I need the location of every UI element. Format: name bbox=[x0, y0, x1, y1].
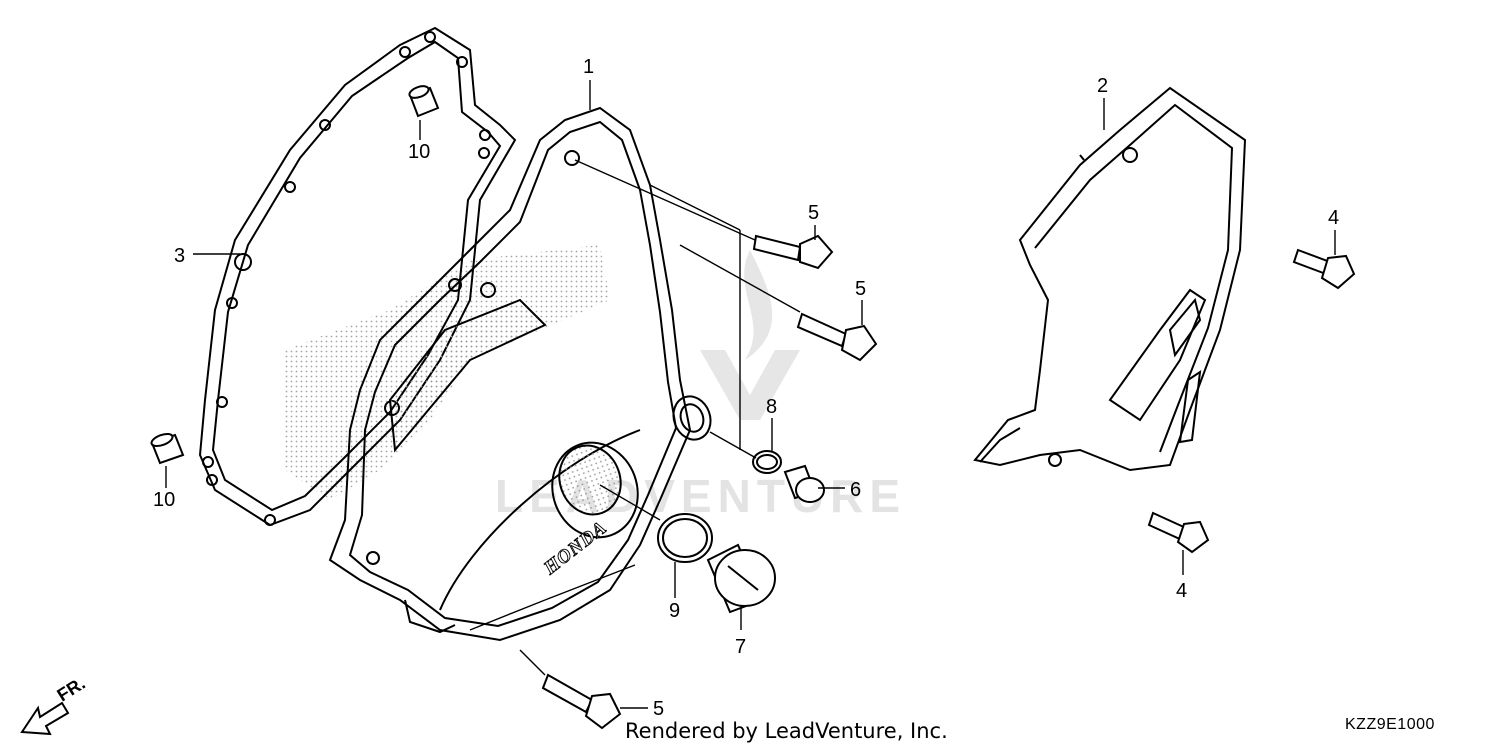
bolt-part-4-upper[interactable] bbox=[1292, 248, 1356, 290]
o-ring-part-9[interactable] bbox=[657, 513, 713, 563]
front-direction-marker: FR. bbox=[20, 673, 89, 736]
front-arrow-icon bbox=[20, 701, 70, 736]
callout-2: 2 bbox=[1097, 75, 1108, 97]
render-credit: Rendered by LeadVenture, Inc. bbox=[625, 719, 948, 743]
bolt-part-5-upper[interactable] bbox=[752, 234, 834, 270]
callout-4-lower: 4 bbox=[1176, 580, 1187, 602]
cover-brand-text: HONDA bbox=[539, 517, 611, 579]
dowel-pin-upper[interactable] bbox=[408, 84, 440, 118]
callout-8: 8 bbox=[766, 396, 777, 418]
plug-part-6[interactable] bbox=[783, 464, 825, 503]
o-ring-part-8[interactable] bbox=[752, 450, 782, 474]
callout-labels: 1 2 3 4 4 5 5 5 6 7 8 9 10 10 bbox=[153, 56, 1339, 720]
bolt-part-4-lower[interactable] bbox=[1147, 511, 1210, 554]
bolt-part-5-lower[interactable] bbox=[541, 673, 622, 730]
diagram-code: KZZ9E1000 bbox=[1345, 716, 1435, 733]
callout-9: 9 bbox=[669, 600, 680, 622]
plug-part-7[interactable] bbox=[706, 543, 776, 614]
gasket-part-3[interactable] bbox=[198, 26, 517, 527]
callout-6: 6 bbox=[850, 479, 861, 501]
callout-10-lower: 10 bbox=[153, 489, 175, 511]
bolt-part-5-middle[interactable] bbox=[796, 312, 878, 362]
callout-10-upper: 10 bbox=[408, 141, 430, 163]
watermark-text: LEADVENTURE bbox=[495, 470, 906, 522]
dowel-pin-lower[interactable] bbox=[150, 432, 185, 465]
callout-3: 3 bbox=[174, 245, 185, 267]
callout-5-middle: 5 bbox=[855, 278, 866, 300]
watermark-flame-logo bbox=[700, 250, 800, 420]
callout-5-lower: 5 bbox=[653, 698, 664, 720]
callout-7: 7 bbox=[735, 636, 746, 658]
callout-1: 1 bbox=[583, 56, 594, 78]
leader-lines bbox=[165, 80, 1336, 709]
front-marker-text: FR. bbox=[54, 673, 89, 705]
sprocket-cover-part-2[interactable] bbox=[973, 86, 1247, 472]
callout-4-upper: 4 bbox=[1328, 207, 1339, 229]
callout-5-upper: 5 bbox=[808, 202, 819, 224]
